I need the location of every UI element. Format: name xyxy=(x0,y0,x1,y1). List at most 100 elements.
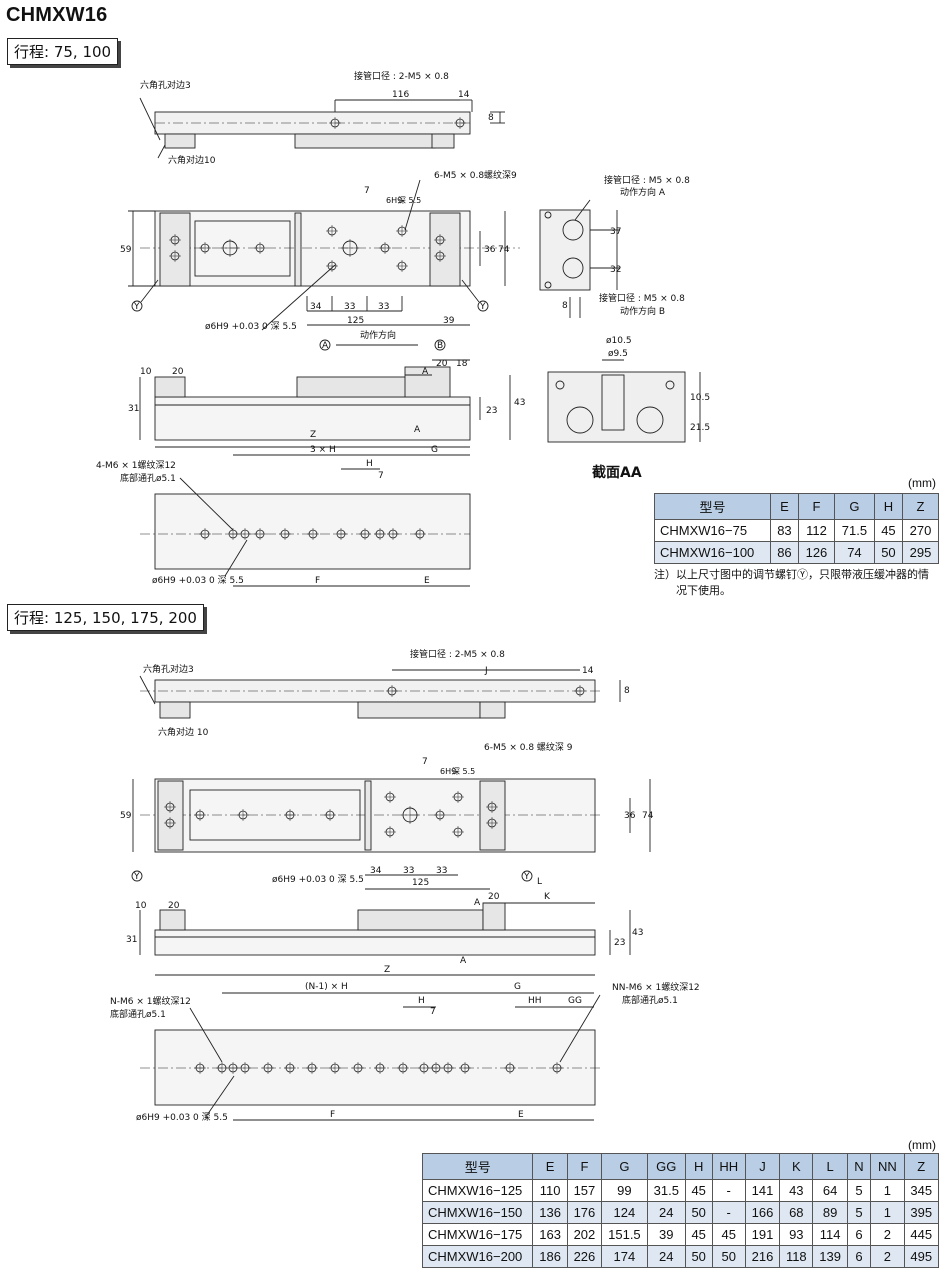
table-cell: 50 xyxy=(711,1245,746,1268)
t1-header-1: E xyxy=(769,493,799,520)
table-cell: 1 xyxy=(870,1201,905,1224)
s2-dim-36: 36 xyxy=(624,811,636,821)
s2-hex3-label: 六角孔对边3 xyxy=(143,663,194,675)
s2-6h9: 6H9 xyxy=(440,767,456,776)
s1-motion-label: 动作方向 xyxy=(360,329,396,341)
stroke-label-section2: 行程: 125, 150, 175, 200 xyxy=(7,604,204,631)
table-cell: 2 xyxy=(870,1223,905,1246)
s1-h: H xyxy=(366,459,373,469)
s1-dim-37: 37 xyxy=(610,227,621,237)
s2-dim-20b: 20 xyxy=(488,892,500,902)
s1-m5-thread: 6-M5 × 0.8螺纹深9 xyxy=(434,169,517,181)
table-cell: 99 xyxy=(601,1179,648,1202)
model-cell: CHMXW16−100 xyxy=(654,541,771,564)
table-cell: 202 xyxy=(566,1223,603,1246)
table-cell: - xyxy=(711,1201,746,1224)
s2-dim-33a: 33 xyxy=(403,866,414,876)
s2-m5-thread: 6-M5 × 0.8 螺纹深 9 xyxy=(484,741,573,753)
table-cell: 141 xyxy=(744,1179,781,1202)
table-cell: - xyxy=(711,1179,746,1202)
s2-hex10-label: 六角对边 10 xyxy=(158,726,209,738)
s2-dim-14: 14 xyxy=(582,666,594,676)
s1-motion-a: 动作方向 A xyxy=(620,186,666,198)
s2-dim-8: 8 xyxy=(624,686,630,696)
table-cell: 89 xyxy=(812,1201,848,1224)
table-cell: 6 xyxy=(846,1245,872,1268)
s1-pin-hole: ø6H9 +0.03 0 深 5.5 xyxy=(205,321,297,332)
s1-dim-33b: 33 xyxy=(378,302,389,312)
s2-dim-125: 125 xyxy=(412,878,429,888)
s1-hex3-label: 六角孔对边3 xyxy=(140,79,191,91)
s1-dim-39: 39 xyxy=(443,316,455,326)
table-cell: 216 xyxy=(744,1245,781,1268)
table-cell: 124 xyxy=(601,1201,648,1224)
model-cell: CHMXW16−150 xyxy=(421,1201,534,1224)
table-cell: 186 xyxy=(532,1245,568,1268)
s1-3h: 3 × H xyxy=(310,445,336,455)
s2-dim-59: 59 xyxy=(120,811,132,821)
s1-dim-18: 18 xyxy=(456,359,468,369)
s2-dim-34: 34 xyxy=(370,866,382,876)
s2-through-label2: 底部通孔ø5.1 xyxy=(622,994,678,1006)
s2-pin-hole2: ø6H9 +0.03 0 深 5.5 xyxy=(136,1112,228,1123)
s1-dim-8b: 8 xyxy=(562,301,568,311)
table-cell: 50 xyxy=(873,541,903,564)
s1-dim-74: 74 xyxy=(498,245,510,255)
s2-dim-43: 43 xyxy=(632,928,643,938)
table-cell: 86 xyxy=(769,541,799,564)
s1-pin-hole2: ø6H9 +0.03 0 深 5.5 xyxy=(152,575,244,586)
table-cell: 136 xyxy=(532,1201,568,1224)
s2-g: G xyxy=(514,982,521,992)
t1-header-0: 型号 xyxy=(654,493,771,520)
s1-dim-7: 7 xyxy=(364,186,370,196)
s1-y-left: Y xyxy=(133,302,140,312)
s1-dim-7b: 7 xyxy=(378,471,384,481)
t2-header-12: Z xyxy=(903,1153,940,1180)
s1-a: A xyxy=(322,341,329,351)
table-cell: 1 xyxy=(870,1179,905,1202)
s1-dim-23: 23 xyxy=(486,406,497,416)
table-cell: 151.5 xyxy=(601,1223,648,1246)
table-cell: 43 xyxy=(779,1179,814,1202)
s2-y-left: Y xyxy=(133,872,140,882)
s2-j: J xyxy=(484,666,488,676)
s2-nh: (N-1) × H xyxy=(305,982,348,992)
model-cell: CHMXW16−200 xyxy=(421,1245,534,1268)
s2-h: H xyxy=(418,996,425,1006)
t2-header-1: E xyxy=(532,1153,568,1180)
model-cell: CHMXW16−75 xyxy=(654,519,771,542)
page-title: CHMXW16 xyxy=(6,4,108,26)
table-cell: 24 xyxy=(646,1245,686,1268)
table-cell: 345 xyxy=(903,1179,940,1202)
s2-through-label: 底部通孔ø5.1 xyxy=(110,1008,166,1020)
t2-header-3: G xyxy=(601,1153,648,1180)
table-cell: 39 xyxy=(646,1223,686,1246)
table-cell: 295 xyxy=(901,541,940,564)
s2-dim-33b: 33 xyxy=(436,866,447,876)
table-cell: 64 xyxy=(812,1179,848,1202)
s1-b: B xyxy=(437,341,443,351)
s2-dim-31: 31 xyxy=(126,935,137,945)
s1-dim-116: 116 xyxy=(392,90,409,100)
t2-header-11: NN xyxy=(870,1153,905,1180)
table-cell: 114 xyxy=(812,1223,848,1246)
s1-dim-20b: 20 xyxy=(436,359,448,369)
s2-z: Z xyxy=(384,965,390,975)
s2-dim-7: 7 xyxy=(422,757,428,767)
s1-dim-20: 20 xyxy=(172,367,184,377)
s1-dim-105: 10.5 xyxy=(690,393,710,403)
t2-header-6: HH xyxy=(711,1153,746,1180)
s2-port-label: 接管口径 : 2-M5 × 0.8 xyxy=(410,648,505,660)
s2-dim-7b: 7 xyxy=(430,1007,436,1017)
table-cell: 6 xyxy=(846,1223,872,1246)
table-cell: 126 xyxy=(797,541,835,564)
s2-a2: A xyxy=(460,956,467,966)
t2-header-4: GG xyxy=(646,1153,686,1180)
